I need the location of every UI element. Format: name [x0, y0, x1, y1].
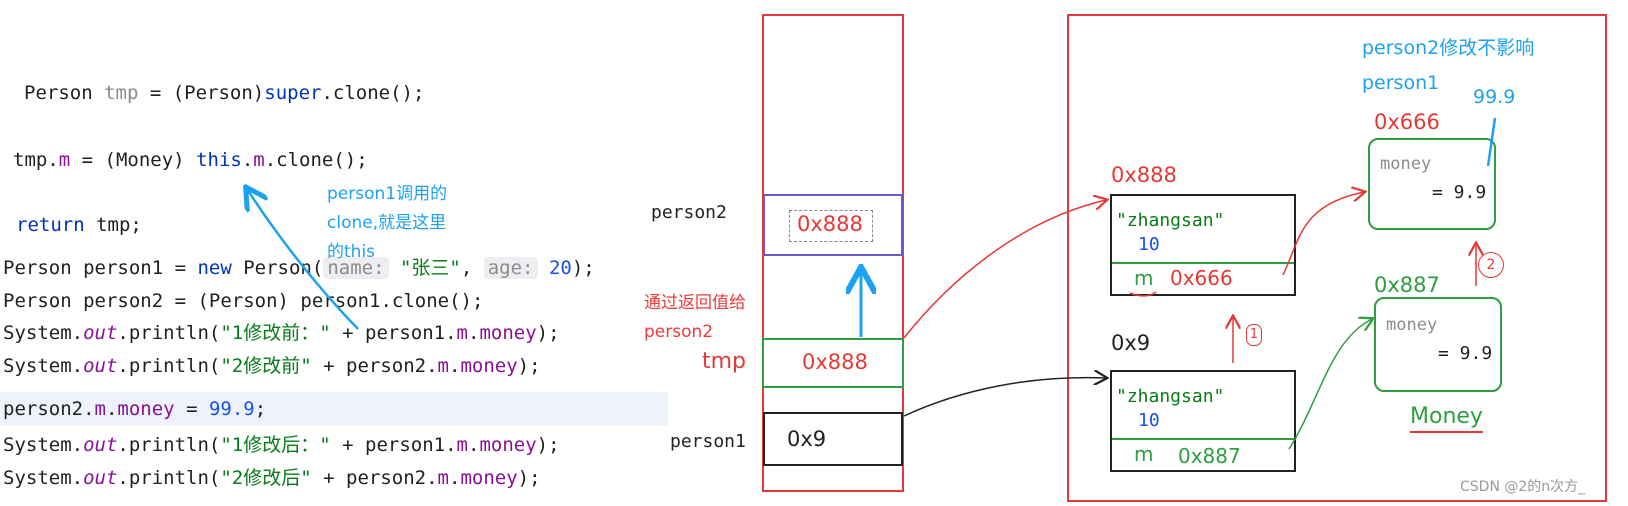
obj888-name: "zhangsan" [1116, 210, 1225, 231]
person2-note: person2修改不影响 person1 [1362, 31, 1534, 101]
money887-box: money = 9.9 [1374, 297, 1502, 392]
money666-field: money [1380, 154, 1432, 174]
person2-selection-box [789, 210, 873, 242]
obj9-divider [1112, 438, 1294, 440]
code-line-10: System.out.println("2修改后" + person2.m.mo… [3, 467, 541, 489]
obj9-box: "zhangsan" 10 m 0x887 [1110, 370, 1296, 472]
person2-value: 0x888 [797, 212, 863, 236]
code-line-5: Person person2 = (Person) person1.clone(… [3, 290, 484, 312]
value-999-note: 99.9 [1473, 86, 1516, 108]
tmp-value: 0x888 [802, 350, 868, 374]
tmp-label: tmp [702, 349, 747, 374]
obj9-field-m: m [1134, 442, 1154, 466]
step-1-marker: 1 [1246, 324, 1262, 346]
return-note: 通过返回值给 person2 [644, 289, 746, 347]
obj888-m-to-money666-arrow [1282, 192, 1364, 276]
obj888-age: 10 [1138, 234, 1160, 255]
person2-note-line-1: person2修改不影响 [1362, 37, 1535, 59]
code-line-1: Person tmp = (Person)super.clone(); [24, 82, 425, 104]
money887-address: 0x887 [1374, 273, 1440, 297]
tmp-slot: 0x888 [762, 338, 904, 388]
obj9-name: "zhangsan" [1116, 386, 1225, 407]
this-note-line-1: person1调用的 [327, 184, 448, 204]
money666-box: money = 9.9 [1368, 138, 1496, 230]
obj9-address: 0x9 [1111, 331, 1151, 355]
return-note-line-1: 通过返回值给 [644, 293, 746, 313]
money887-field: money [1386, 315, 1438, 335]
obj888-divider [1112, 262, 1294, 264]
heap-frame [1067, 14, 1607, 502]
obj9-age: 10 [1138, 410, 1160, 431]
obj888-address: 0x888 [1111, 163, 1177, 187]
code-line-4: Person person1 = new Person(name: "张三", … [3, 257, 595, 279]
code-line-2: tmp.m = (Money) this.m.clone(); [13, 149, 368, 171]
this-note-line-2: clone,就是这里 [327, 213, 447, 233]
person1-slot: 0x9 [763, 412, 903, 466]
obj9-m-value: 0x887 [1178, 444, 1241, 468]
person1-to-obj9-arrow [903, 378, 1106, 417]
person2-slot: 0x888 [763, 194, 903, 256]
this-pointer-arrow [247, 189, 359, 330]
person2-label: person2 [651, 202, 727, 223]
return-note-line-2: person2 [644, 322, 714, 342]
obj888-m-value: 0x666 [1170, 266, 1233, 290]
tmp-to-obj888-arrow [903, 200, 1106, 339]
obj9-m-to-money887-arrow [1288, 319, 1372, 450]
value-999-stroke [1486, 117, 1497, 167]
person1-value: 0x9 [787, 427, 827, 451]
money887-value: = 9.9 [1438, 343, 1493, 364]
person1-label: person1 [670, 431, 746, 452]
obj888-m-underline [1129, 291, 1157, 297]
money-class-label: Money [1410, 403, 1483, 433]
current-line-highlight [0, 392, 668, 426]
code-line-6: System.out.println("1修改前：" + person1.m.m… [3, 322, 560, 344]
watermark: CSDN @2的n次方_ [1460, 479, 1586, 495]
obj888-field-m: m [1134, 266, 1154, 290]
money666-value: = 9.9 [1432, 182, 1487, 203]
code-line-8: person2.m.money = 99.9; [3, 398, 267, 420]
code-line-9: System.out.println("1修改后：" + person1.m.m… [3, 434, 560, 456]
code-line-3: return tmp; [16, 214, 142, 236]
this-note: person1调用的 clone,就是这里 的this [327, 180, 447, 267]
code-line-7: System.out.println("2修改前" + person2.m.mo… [3, 355, 541, 377]
step-2-marker: 2 [1478, 252, 1504, 278]
this-note-line-3: 的this [327, 242, 376, 262]
money666-address: 0x666 [1374, 110, 1440, 134]
person2-note-line-2: person1 [1362, 72, 1440, 94]
